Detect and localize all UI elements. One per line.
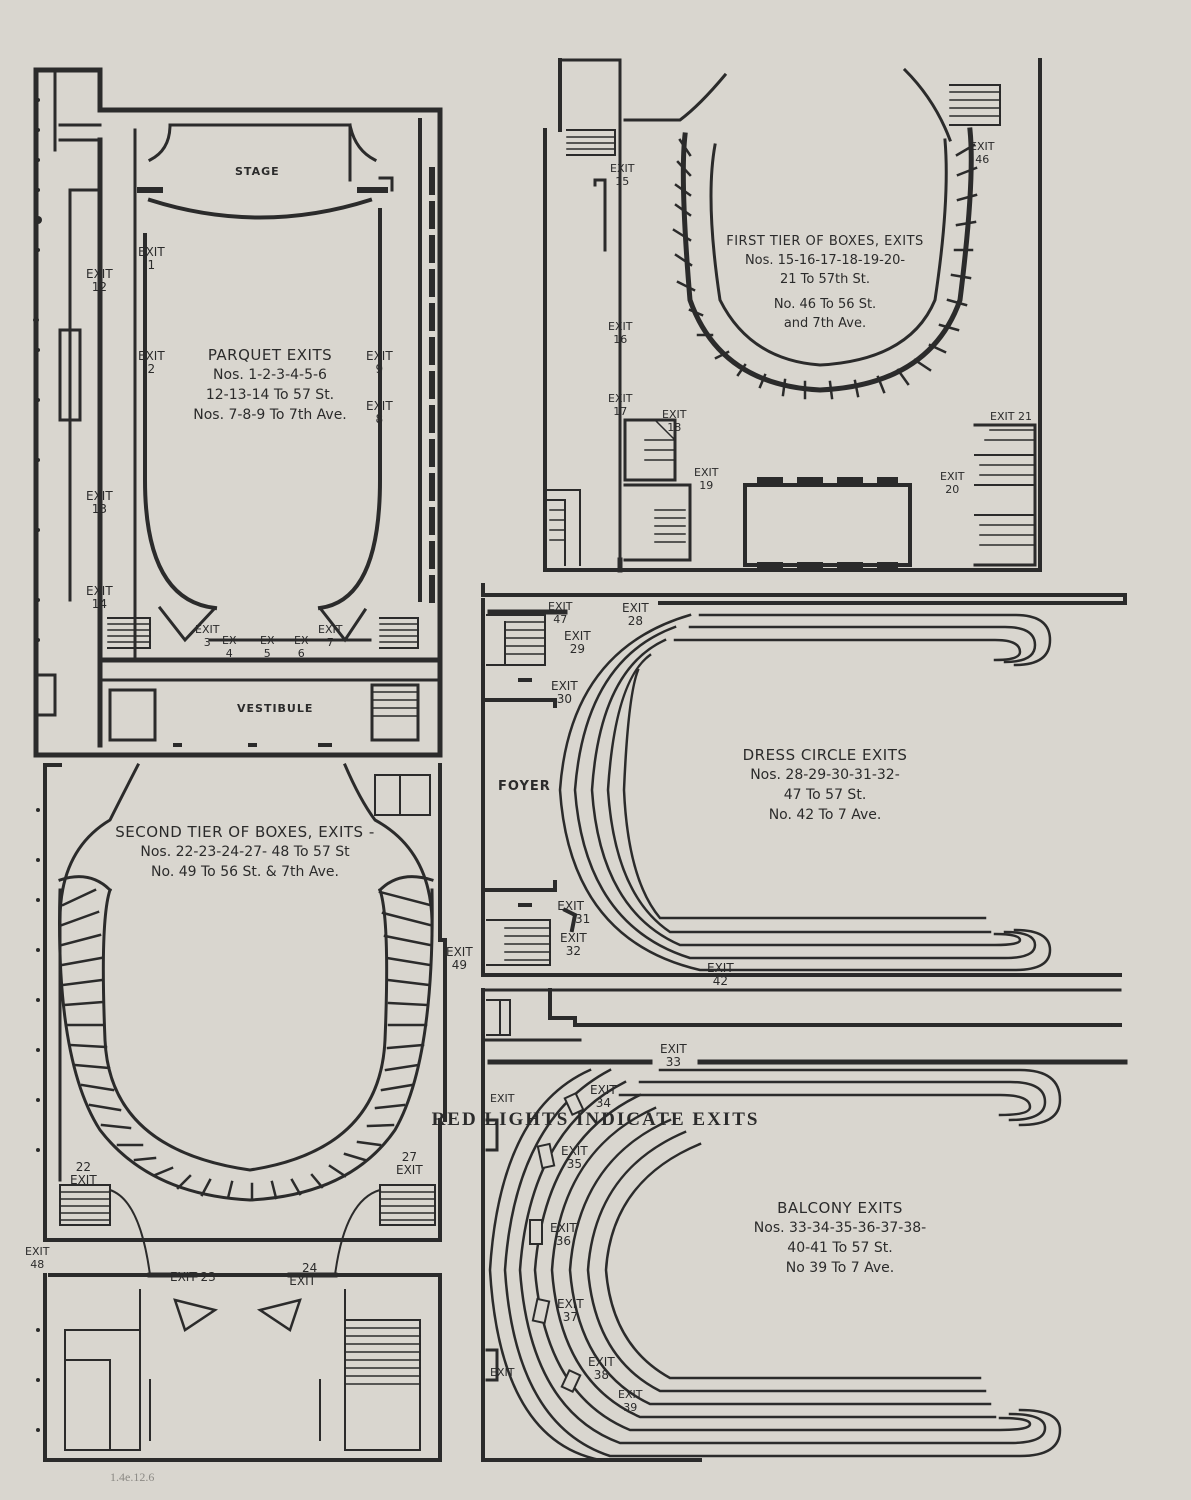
exit-balcony-bottom-label: Exit [490,1366,515,1379]
balcony-exits-note: Balcony Exits Nos. 33-34-35-36-37-38- 40… [730,1198,950,1278]
exit-42-label: Exit42 [707,961,734,988]
first-tier-exits-note: First Tier of Boxes, Exits Nos. 15-16-17… [720,232,930,333]
exit-balcony-top-label: Exit [490,1092,515,1105]
exit-37-label: Exit37 [557,1297,584,1324]
exit-21-label: Exit 21 [990,410,1032,423]
exit-2-label: Exit2 [138,349,165,376]
balcony-exit-boxes [529,1091,585,1394]
exit-32-label: Exit32 [560,931,587,958]
exit-19-label: Exit19 [694,466,719,492]
exit-34-label: Exit34 [590,1083,617,1110]
exit-38-label: Exit38 [588,1355,615,1382]
second-tier-plan [43,762,447,1462]
exit-28-label: Exit28 [622,601,649,628]
exit-4-label: Ex4 [222,634,237,660]
exit-12-label: Exit12 [86,267,113,294]
exit-46-label: Exit46 [970,140,995,166]
balcony-exits-line-1: Nos. 33-34-35-36-37-38- [753,1220,927,1236]
vestibule-label: VESTIBULE [237,702,314,715]
exit-36-label: Exit36 [550,1221,577,1248]
dress-circle-exits-line-2: 47 To 57 St. [783,787,867,803]
first-tier-box-partitions [672,138,978,400]
exit-49-label: Exit49 [446,945,473,972]
exit-27-label: 27Exit [396,1150,423,1177]
exit-30-label: Exit30 [551,679,578,706]
exit-24-label: 24Exit [289,1261,318,1288]
exit-29-label: Exit29 [564,629,591,656]
dress-circle-rows [558,613,1052,972]
exit-31-label: Exit31 [557,899,591,926]
exit-23-label: Exit 23 [170,1270,216,1284]
foyer-label: FOYER [498,779,551,794]
exit-1-label: Exit1 [138,245,165,272]
exit-14-label: Exit14 [86,584,113,611]
second-tier-box-partitions [60,888,432,1202]
exit-9-label: Exit9 [366,349,393,376]
exit-16-label: Exit16 [608,320,633,346]
stage-label: STAGE [235,165,280,178]
dress-circle-plan [481,583,1127,977]
first-tier-plan [543,58,1042,573]
balcony-rows [488,1068,1062,1462]
balcony-exits-title: Balcony Exits [777,1199,903,1217]
parquet-exits-note: Parquet Exits Nos. 1-2-3-4-5-6 12-13-14 … [170,345,370,425]
exit-3-label: Exit3 [195,623,220,649]
footer-caption: RED LIGHTS INDICATE EXITS [431,1109,760,1130]
exit-13-label: Exit13 [86,489,113,516]
dress-circle-exits-line-3: No. 42 To 7 Ave. [768,807,882,823]
first-tier-exits-title: First Tier of Boxes, Exits [726,234,924,249]
dress-circle-exits-title: Dress Circle Exits [742,746,908,764]
exit-48-label: Exit48 [25,1245,50,1271]
second-tier-exits-title: Second Tier of Boxes, Exits - [115,823,375,841]
parquet-exits-line-2: 12-13-14 To 57 St. [205,387,335,403]
parquet-plan [33,67,443,758]
second-tier-exits-line-2: No. 49 To 56 St. & 7th Ave. [151,864,339,880]
exit-20-label: Exit20 [940,470,965,496]
balcony-exits-line-3: No 39 To 7 Ave. [785,1260,895,1276]
exit-47-label: Exit47 [548,600,573,626]
balcony-plan [481,988,1128,1462]
exit-8-label: Exit8 [366,399,393,426]
exit-15-label: Exit15 [610,162,635,188]
exit-7-label: Exit7 [318,623,343,649]
exit-35-label: Exit35 [561,1144,588,1171]
second-tier-exits-line-1: Nos. 22-23-24-27- 48 To 57 St [140,844,350,860]
parquet-exits-line-1: Nos. 1-2-3-4-5-6 [213,367,327,383]
exit-6-label: Ex6 [294,634,309,660]
first-tier-exits-line-4: and 7th Ave. [783,316,867,331]
exit-22-label: 22Exit [70,1160,97,1187]
balcony-exits-line-2: 40-41 To 57 St. [787,1240,893,1256]
exit-5-label: Ex5 [260,634,275,660]
second-tier-exits-note: Second Tier of Boxes, Exits - Nos. 22-23… [100,822,390,882]
exit-39-label: Exit39 [618,1388,643,1414]
exit-33-label: Exit33 [660,1042,687,1069]
exit-18-label: Exit18 [662,408,687,434]
parquet-exits-line-3: Nos. 7-8-9 To 7th Ave. [193,407,347,423]
dress-circle-exits-note: Dress Circle Exits Nos. 28-29-30-31-32- … [725,745,925,825]
binding-holes [33,98,1112,1432]
first-tier-exits-line-1: Nos. 15-16-17-18-19-20- [744,253,906,268]
first-tier-exits-line-3: No. 46 To 56 St. [773,297,877,312]
exit-17-label: Exit17 [608,392,633,418]
pencil-annotation: 1.4e.12.6 [110,1470,155,1484]
parquet-exits-title: Parquet Exits [207,346,333,364]
first-tier-exits-line-2: 21 To 57th St. [780,272,870,287]
dress-circle-exits-line-1: Nos. 28-29-30-31-32- [750,767,900,783]
